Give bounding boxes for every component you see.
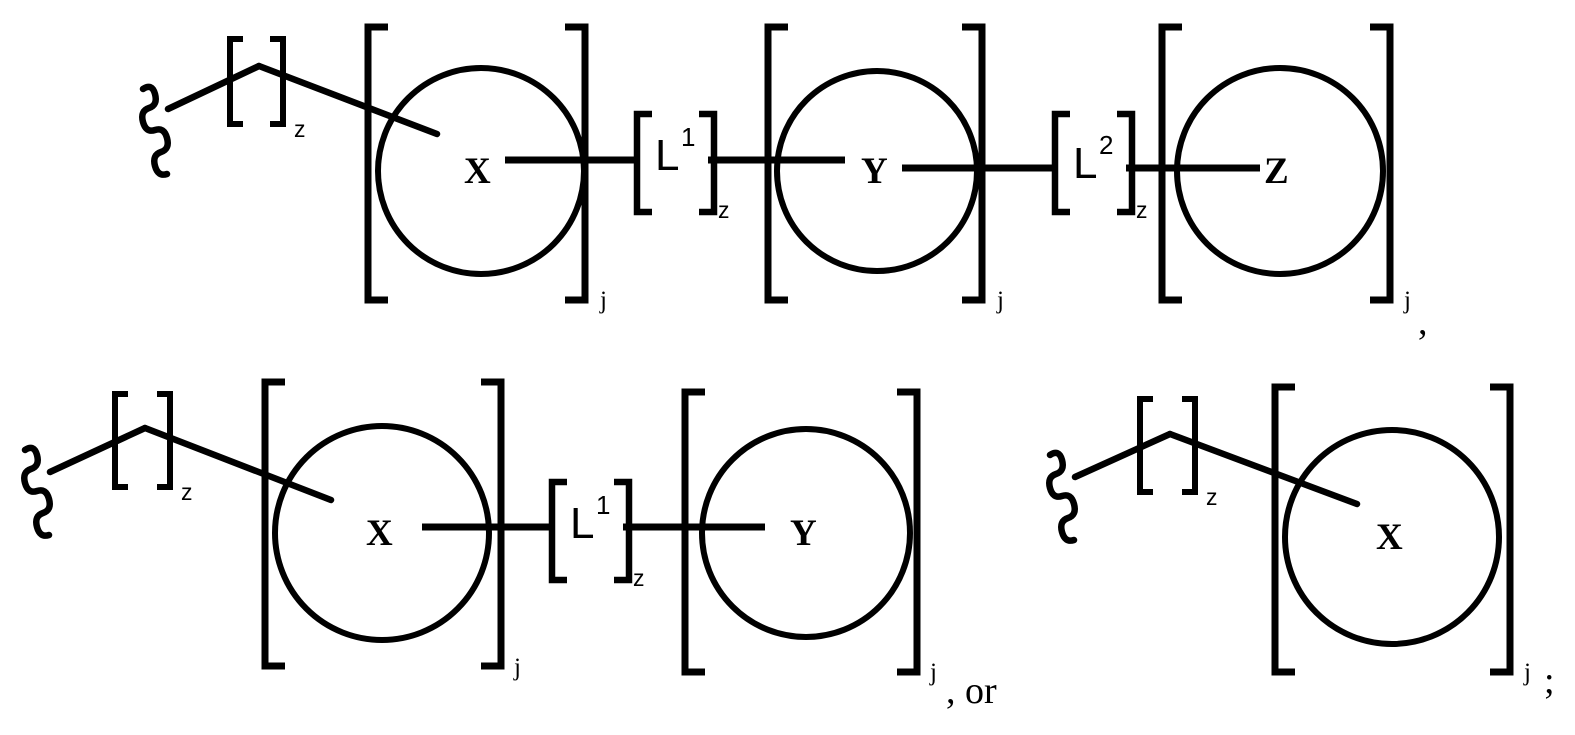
- chain-subscript-z-2: z: [181, 479, 193, 505]
- group-bracket-close-z: [1370, 23, 1394, 304]
- squiggle-bond-icon: [21, 444, 53, 539]
- chain-bond-right: [255, 62, 441, 138]
- linker1b-superscript: 1: [596, 490, 611, 520]
- linker1b-bracket-open: [548, 478, 567, 584]
- node-circle-z: [1174, 65, 1386, 277]
- chain-bracket-open: [1137, 396, 1153, 495]
- node-circle-x2: [272, 423, 492, 643]
- linker2-subscript-z: z: [1136, 197, 1148, 223]
- chain-bracket-close: [157, 391, 173, 490]
- group-bracket-open-x2: [261, 378, 285, 670]
- linker1-label: L: [655, 131, 680, 180]
- group-bracket-open-x: [364, 23, 388, 304]
- node-label-x: X: [464, 151, 491, 192]
- chain-bracket-open: [227, 36, 243, 127]
- linker1-subscript-z: z: [718, 197, 730, 223]
- chain-bond-right: [1166, 430, 1361, 508]
- chain-bond-right: [141, 424, 335, 504]
- squiggle-bond-icon: [1046, 449, 1078, 544]
- group-bracket-close-y2: [897, 388, 921, 676]
- group-subscript-j-z: j: [1404, 287, 1411, 314]
- chain-bond-left: [1071, 430, 1174, 481]
- chain-bond-left: [46, 424, 149, 476]
- chain-subscript-z-3: z: [1206, 484, 1218, 510]
- group-subscript-j-x3: j: [1524, 659, 1531, 686]
- node-label-x2: X: [366, 513, 393, 554]
- linker1b-label: L: [570, 499, 595, 548]
- group-bracket-open-z: [1158, 23, 1182, 304]
- group-bracket-open-y2: [681, 388, 705, 676]
- group-bracket-open-y: [764, 23, 788, 304]
- group-subscript-j-y: j: [997, 287, 1004, 314]
- node-label-y2: Y: [790, 513, 817, 554]
- group-subscript-j-x2: j: [514, 654, 521, 681]
- chain-bracket-close: [270, 36, 286, 127]
- chain-bracket-open: [112, 391, 128, 490]
- node-circle-x3: [1282, 427, 1502, 647]
- chain-bond-left: [164, 62, 263, 113]
- linker2-bracket-close: [1117, 110, 1136, 216]
- node-label-y: Y: [861, 151, 888, 192]
- structure-2-lineart: [21, 378, 921, 676]
- node-circle-y2: [699, 426, 913, 640]
- linker2-bracket-open: [1051, 110, 1070, 216]
- group-subscript-j-y2: j: [930, 659, 937, 686]
- trailing-comma-row1: ,: [1418, 301, 1428, 343]
- linker2-superscript: 2: [1099, 130, 1114, 160]
- trailing-semicolon: ;: [1544, 660, 1555, 702]
- squiggle-bond-icon: [139, 83, 171, 178]
- linker1b-subscript-z: z: [633, 565, 645, 591]
- group-bracket-close-x3: [1490, 383, 1514, 676]
- structure-3-lineart: [1046, 383, 1514, 676]
- node-label-x3: X: [1376, 517, 1403, 558]
- group-bracket-open-x3: [1271, 383, 1295, 676]
- linker2-label: L: [1073, 139, 1098, 188]
- chain-subscript-z: z: [294, 116, 306, 142]
- group-bracket-close-y: [962, 23, 986, 304]
- node-label-z: Z: [1264, 151, 1289, 192]
- node-circle-x: [375, 65, 587, 277]
- linker1-bracket-open: [633, 110, 652, 216]
- linker1-superscript: 1: [681, 122, 696, 152]
- group-subscript-j-x: j: [600, 287, 607, 314]
- linker1b-bracket-close: [614, 478, 633, 584]
- trailing-comma-or: , or: [946, 670, 997, 712]
- chain-bracket-close: [1182, 396, 1198, 495]
- structure-1-lineart: [139, 23, 1394, 304]
